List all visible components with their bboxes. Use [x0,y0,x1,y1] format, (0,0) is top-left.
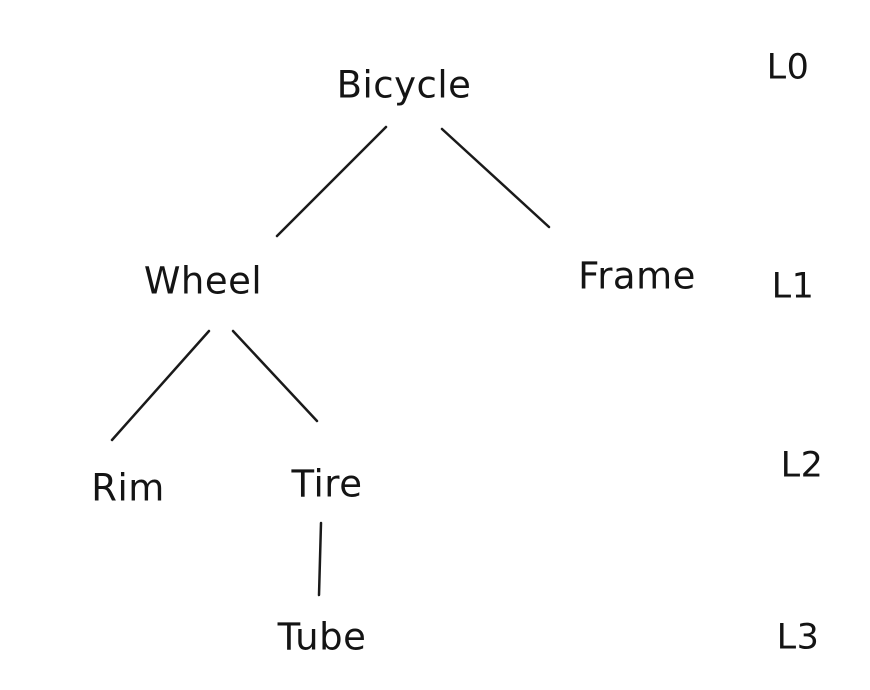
edge-bicycle-wheel [275,125,388,238]
level-label-l1: L1 [771,266,815,307]
level-label-l3: L3 [776,617,820,658]
level-label-l2: L2 [780,445,824,486]
node-rim: Rim [91,466,165,510]
edge-bicycle-frame [440,127,551,229]
node-tube: Tube [277,615,367,659]
node-tire: Tire [291,462,363,506]
node-frame: Frame [578,254,696,298]
node-bicycle: Bicycle [336,63,472,107]
edge-wheel-tire [231,329,319,423]
edge-wheel-rim [110,329,211,442]
edge-tire-tube [317,521,323,597]
node-wheel: Wheel [143,259,263,303]
level-label-l0: L0 [766,47,810,88]
